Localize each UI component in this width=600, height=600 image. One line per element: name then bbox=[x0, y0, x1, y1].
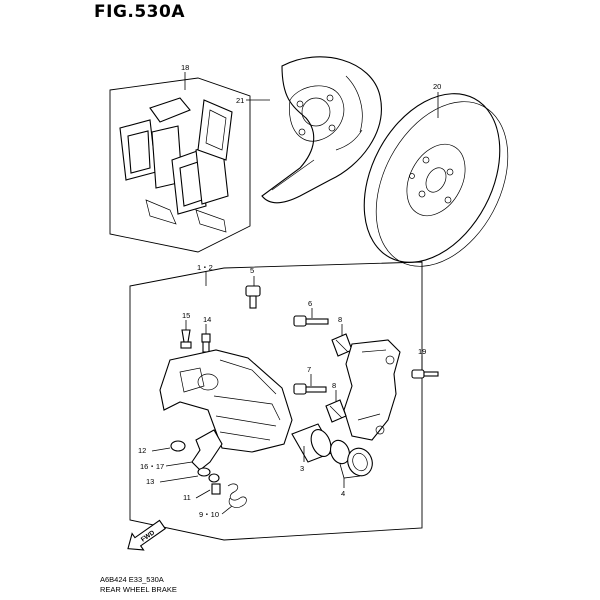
brake-disc[interactable] bbox=[337, 70, 535, 289]
caliper-bracket[interactable] bbox=[343, 339, 401, 441]
bleeder-cap-15[interactable] bbox=[180, 329, 192, 349]
piston-seal-4[interactable] bbox=[327, 438, 376, 480]
spring-9-10[interactable] bbox=[227, 483, 247, 508]
slide-pin-7[interactable] bbox=[293, 383, 327, 395]
piston-3[interactable] bbox=[291, 423, 335, 463]
bleeder-screw-14[interactable] bbox=[201, 333, 211, 353]
figure-title: FIG.530A bbox=[94, 2, 185, 22]
callout-6: 6 bbox=[308, 299, 312, 308]
callout-1-2: 1・2 bbox=[197, 263, 213, 272]
caliper-bolt-5[interactable] bbox=[245, 285, 261, 309]
washer-11[interactable] bbox=[211, 483, 221, 495]
nut-13[interactable] bbox=[197, 467, 220, 483]
callout-19: 19 bbox=[418, 347, 426, 356]
caliper-assembly-box bbox=[129, 261, 423, 541]
callout-12: 12 bbox=[138, 446, 146, 455]
pin-boot-lower[interactable] bbox=[325, 399, 347, 423]
callout-14: 14 bbox=[203, 315, 211, 324]
brake-pad-set[interactable] bbox=[119, 97, 233, 233]
dust-shield[interactable] bbox=[261, 56, 382, 204]
callout-9-10: 9・10 bbox=[199, 510, 219, 519]
callout-21: 21 bbox=[236, 96, 244, 105]
parking-lever-12[interactable] bbox=[170, 429, 223, 471]
callout-4: 4 bbox=[341, 489, 345, 498]
callout-18: 18 bbox=[181, 63, 189, 72]
figure-code: A6B424 E33_530A bbox=[100, 575, 164, 584]
caliper-body[interactable] bbox=[159, 349, 293, 453]
fwd-arrow: FWD bbox=[127, 519, 167, 551]
callout-7: 7 bbox=[307, 365, 311, 374]
callout-20: 20 bbox=[433, 82, 441, 91]
callout-8b: 8 bbox=[332, 381, 336, 390]
pad-kit-box bbox=[109, 77, 251, 253]
callout-11: 11 bbox=[183, 493, 191, 502]
callout-16-17: 16・17 bbox=[140, 462, 164, 471]
slide-pin-6[interactable] bbox=[293, 315, 329, 327]
callout-3: 3 bbox=[300, 464, 304, 473]
brake-pad-set-group: 18 bbox=[109, 63, 251, 253]
callout-15: 15 bbox=[182, 311, 190, 320]
callout-8a: 8 bbox=[338, 315, 342, 324]
figure-caption: REAR WHEEL BRAKE bbox=[100, 585, 177, 594]
callout-5: 5 bbox=[250, 266, 254, 275]
callout-13: 13 bbox=[146, 477, 154, 486]
bracket-bolt-19[interactable] bbox=[411, 369, 439, 379]
